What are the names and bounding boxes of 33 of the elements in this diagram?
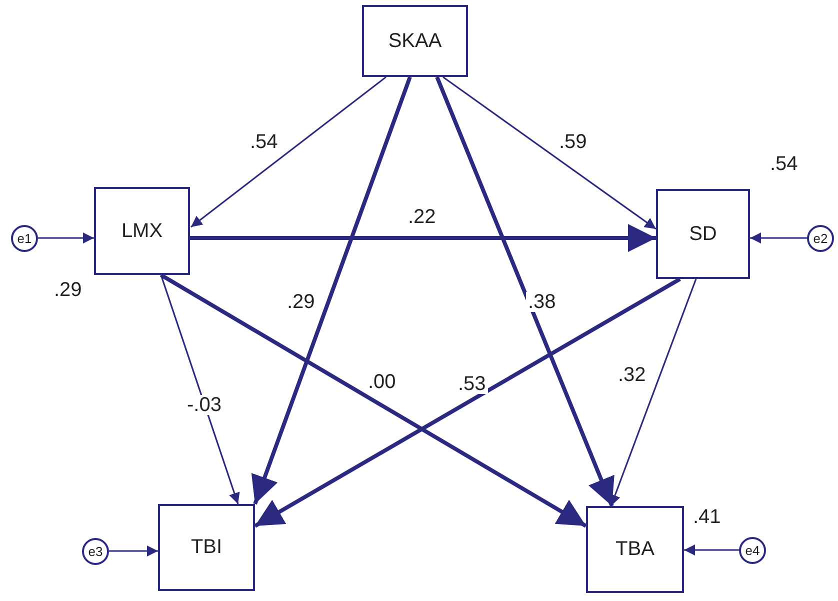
node-label: SD [689, 222, 717, 246]
node-label: e4 [745, 543, 760, 558]
variable-box [656, 189, 750, 279]
arrow [190, 76, 386, 228]
node-label: TBI [190, 536, 222, 559]
node-label: LMX [121, 220, 163, 242]
variable-box [586, 506, 684, 593]
error-term-circle [11, 225, 38, 252]
arrow [160, 274, 240, 504]
arrow [38, 232, 94, 244]
arrow [254, 277, 681, 528]
arrow [190, 224, 656, 252]
arrow [684, 544, 739, 556]
arrow [109, 545, 158, 557]
error-term-circle [739, 537, 766, 564]
node-label: e3 [88, 544, 103, 559]
error-term-circle [82, 538, 109, 565]
arrow [435, 76, 614, 507]
variable-box [362, 5, 468, 77]
node-label: e2 [813, 231, 828, 246]
node-label: SKAA [388, 30, 442, 52]
arrow [251, 76, 412, 505]
variable-box [158, 504, 255, 591]
variable-box [94, 187, 190, 275]
error-term-circle [807, 225, 834, 252]
arrow [442, 76, 656, 230]
arrow [610, 278, 697, 506]
edge-label: -.03 [185, 395, 224, 415]
edge-label: .38 [526, 292, 558, 312]
node-label: TBA [616, 538, 654, 561]
arrow [750, 232, 807, 244]
arrow [160, 273, 588, 528]
node-label: e1 [17, 231, 32, 246]
